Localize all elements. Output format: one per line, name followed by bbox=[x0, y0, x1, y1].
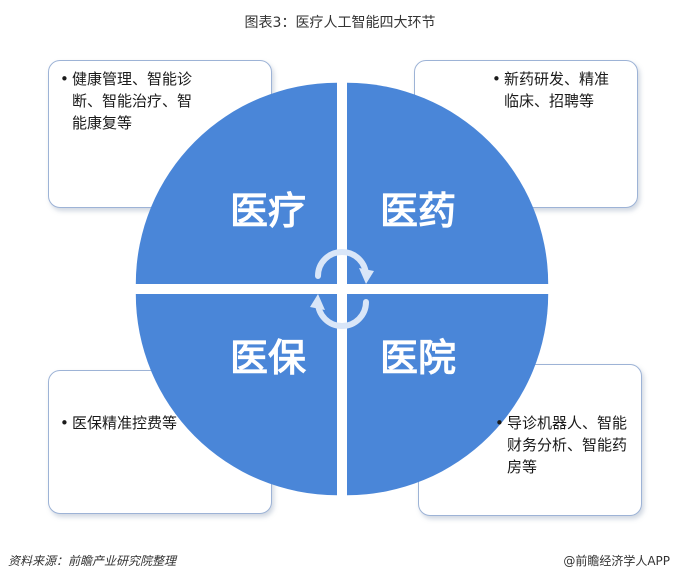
box-text-content: 医保精准控费等 bbox=[72, 414, 178, 432]
cycle-arrowheads bbox=[310, 268, 374, 310]
box-text-top-left: • 健康管理、智能诊断、智能治疗、智能康复等 bbox=[60, 68, 200, 134]
chart-title: 图表3：医疗人工智能四大环节 bbox=[244, 15, 436, 31]
cycle-arrows bbox=[315, 249, 369, 329]
bullet-icon: • bbox=[495, 414, 504, 432]
arrowhead-right-icon bbox=[359, 268, 374, 284]
arrowhead-left-icon bbox=[310, 294, 325, 310]
quadrants bbox=[135, 82, 549, 496]
box-text-content: 健康管理、智能诊断、智能治疗、智能康复等 bbox=[72, 70, 193, 132]
bullet-icon: • bbox=[60, 70, 69, 88]
box-text-content: 导诊机器人、智能财务分析、智能药房等 bbox=[507, 414, 628, 476]
quadrant-label-top-right: 医药 bbox=[380, 189, 456, 233]
quadrant-label-bottom-left: 医保 bbox=[230, 336, 307, 380]
bullet-icon: • bbox=[60, 414, 69, 432]
cycle-arrow-top bbox=[315, 249, 369, 279]
quadrant-top-left bbox=[135, 82, 337, 284]
box-text-top-right: • 新药研发、精准临床、招聘等 bbox=[492, 68, 622, 112]
bullet-icon: • bbox=[492, 70, 501, 88]
quadrant-top-right bbox=[347, 82, 549, 284]
source-note: 资料来源：前瞻产业研究院整理 bbox=[8, 554, 177, 568]
quadrant-label-bottom-right: 医院 bbox=[380, 336, 456, 380]
box-text-content: 新药研发、精准临床、招聘等 bbox=[504, 70, 610, 110]
cycle-arrow-bottom bbox=[315, 299, 369, 329]
box-text-bottom-right: • 导诊机器人、智能财务分析、智能药房等 bbox=[495, 412, 635, 478]
quadrant-bottom-right bbox=[347, 294, 549, 496]
brand-credit: @前瞻经济学人APP bbox=[563, 554, 670, 568]
quadrant-bottom-left bbox=[135, 294, 337, 496]
quadrant-label-top-left: 医疗 bbox=[230, 189, 306, 233]
box-text-bottom-left: • 医保精准控费等 bbox=[60, 412, 200, 434]
